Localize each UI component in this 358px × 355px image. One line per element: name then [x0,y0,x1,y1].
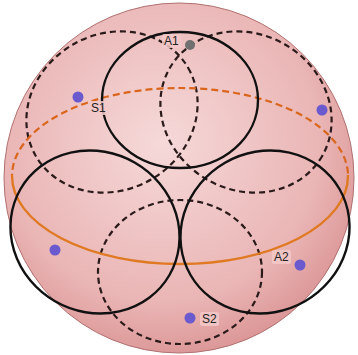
point-dot [185,313,196,324]
equator-front [12,175,348,264]
point-label: S2 [200,312,219,326]
point-dot [185,40,195,50]
point-label: A1 [162,34,181,48]
point-label: S1 [89,101,108,115]
point-dot [73,92,84,103]
equator-back [12,88,348,175]
back-circles [0,0,358,344]
point-dot [317,105,328,116]
point-dot [50,245,61,256]
point-dot [295,260,306,271]
point-label: A2 [272,250,291,264]
front-circles [0,32,358,344]
